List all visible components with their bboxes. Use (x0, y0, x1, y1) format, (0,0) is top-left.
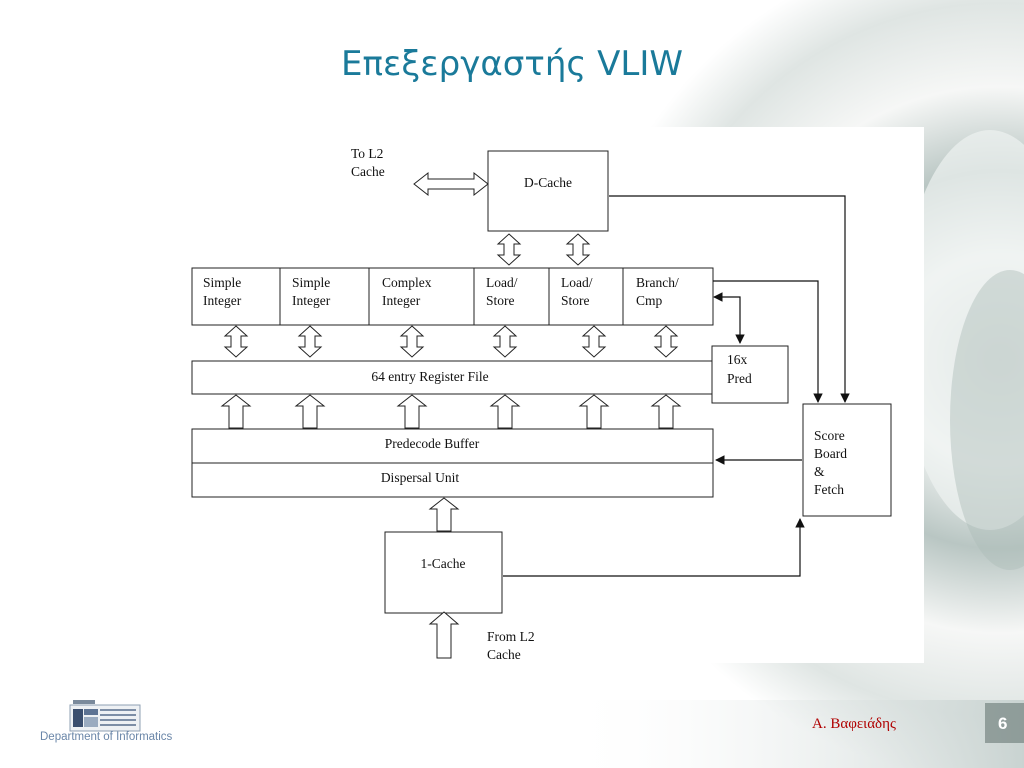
scoreboard-label-line4: Fetch (814, 482, 844, 497)
unit-regfile-arrow (492, 325, 518, 358)
unit-label: Store (561, 293, 590, 308)
unit-label: Load/ (486, 275, 518, 290)
predecode-buffer-label: Predecode Buffer (385, 436, 480, 451)
unit-label: Load/ (561, 275, 593, 290)
branch-pred-connector (713, 292, 745, 344)
from-l2-arrow (428, 611, 460, 659)
scoreboard-label-line3: & (814, 464, 825, 479)
unit-label: Cmp (636, 293, 663, 308)
register-file-label: 64 entry Register File (371, 369, 488, 384)
predecode-regfile-arrow (294, 394, 326, 429)
l2-bidirectional-arrow (413, 171, 489, 197)
dispersal-unit-label: Dispersal Unit (381, 470, 460, 485)
i-cache-label: 1-Cache (421, 556, 466, 571)
scoreboard-label-line2: Board (814, 446, 847, 461)
dcache-scoreboard-connector (609, 195, 850, 403)
predecode-regfile-arrow (396, 394, 428, 429)
unit-regfile-arrow (223, 325, 249, 358)
scoreboard-label-line1: Score (814, 428, 845, 443)
dispersal-unit-box (191, 462, 714, 498)
unit-label: Integer (203, 293, 242, 308)
d-cache-label: D-Cache (524, 175, 572, 190)
from-l2-label-line1: From L2 (487, 629, 535, 644)
branch-scoreboard-connector (713, 280, 823, 403)
department-logo (69, 700, 141, 732)
predecode-regfile-arrow (578, 394, 610, 429)
d-cache-box (487, 150, 609, 232)
dcache-loadstore-arrow-2 (565, 233, 591, 266)
register-file-box (191, 360, 714, 395)
pred-label-line1: 16x (727, 352, 748, 367)
unit-regfile-arrow (399, 325, 425, 358)
icache-dispersal-arrow (428, 497, 460, 532)
unit-load-store-2 (548, 267, 624, 326)
predecode-regfile-arrow (220, 394, 252, 429)
unit-simple-integer-2 (279, 267, 370, 326)
logo-caption: Department of Informatics (40, 731, 173, 743)
scoreboard-fetch-box (802, 403, 892, 517)
dcache-loadstore-arrow-1 (496, 233, 522, 266)
unit-label: Complex (382, 275, 432, 290)
to-l2-label-line2: Cache (351, 164, 385, 179)
unit-label: Integer (382, 293, 421, 308)
unit-branch-cmp (622, 267, 714, 326)
unit-simple-integer-1 (191, 267, 281, 326)
predecode-regfile-arrow (489, 394, 521, 429)
predecode-regfile-arrow (650, 394, 682, 429)
unit-regfile-arrow (653, 325, 679, 358)
unit-label: Branch/ (636, 275, 679, 290)
to-l2-label-line1: To L2 (351, 146, 383, 161)
unit-regfile-arrow (297, 325, 323, 358)
pred-label-line2: Pred (727, 371, 752, 386)
unit-label: Simple (203, 275, 241, 290)
unit-label: Simple (292, 275, 330, 290)
from-l2-label-line2: Cache (487, 647, 521, 662)
author-name: Α. Βαφειάδης (812, 716, 896, 732)
slide-title: Επεξεργαστής VLIW (341, 44, 683, 84)
page-number: 6 (998, 714, 1008, 733)
unit-label: Store (486, 293, 515, 308)
unit-label: Integer (292, 293, 331, 308)
unit-regfile-arrow (581, 325, 607, 358)
icache-scoreboard-connector (503, 518, 805, 577)
pred-box (711, 345, 789, 404)
i-cache-box (384, 531, 503, 614)
